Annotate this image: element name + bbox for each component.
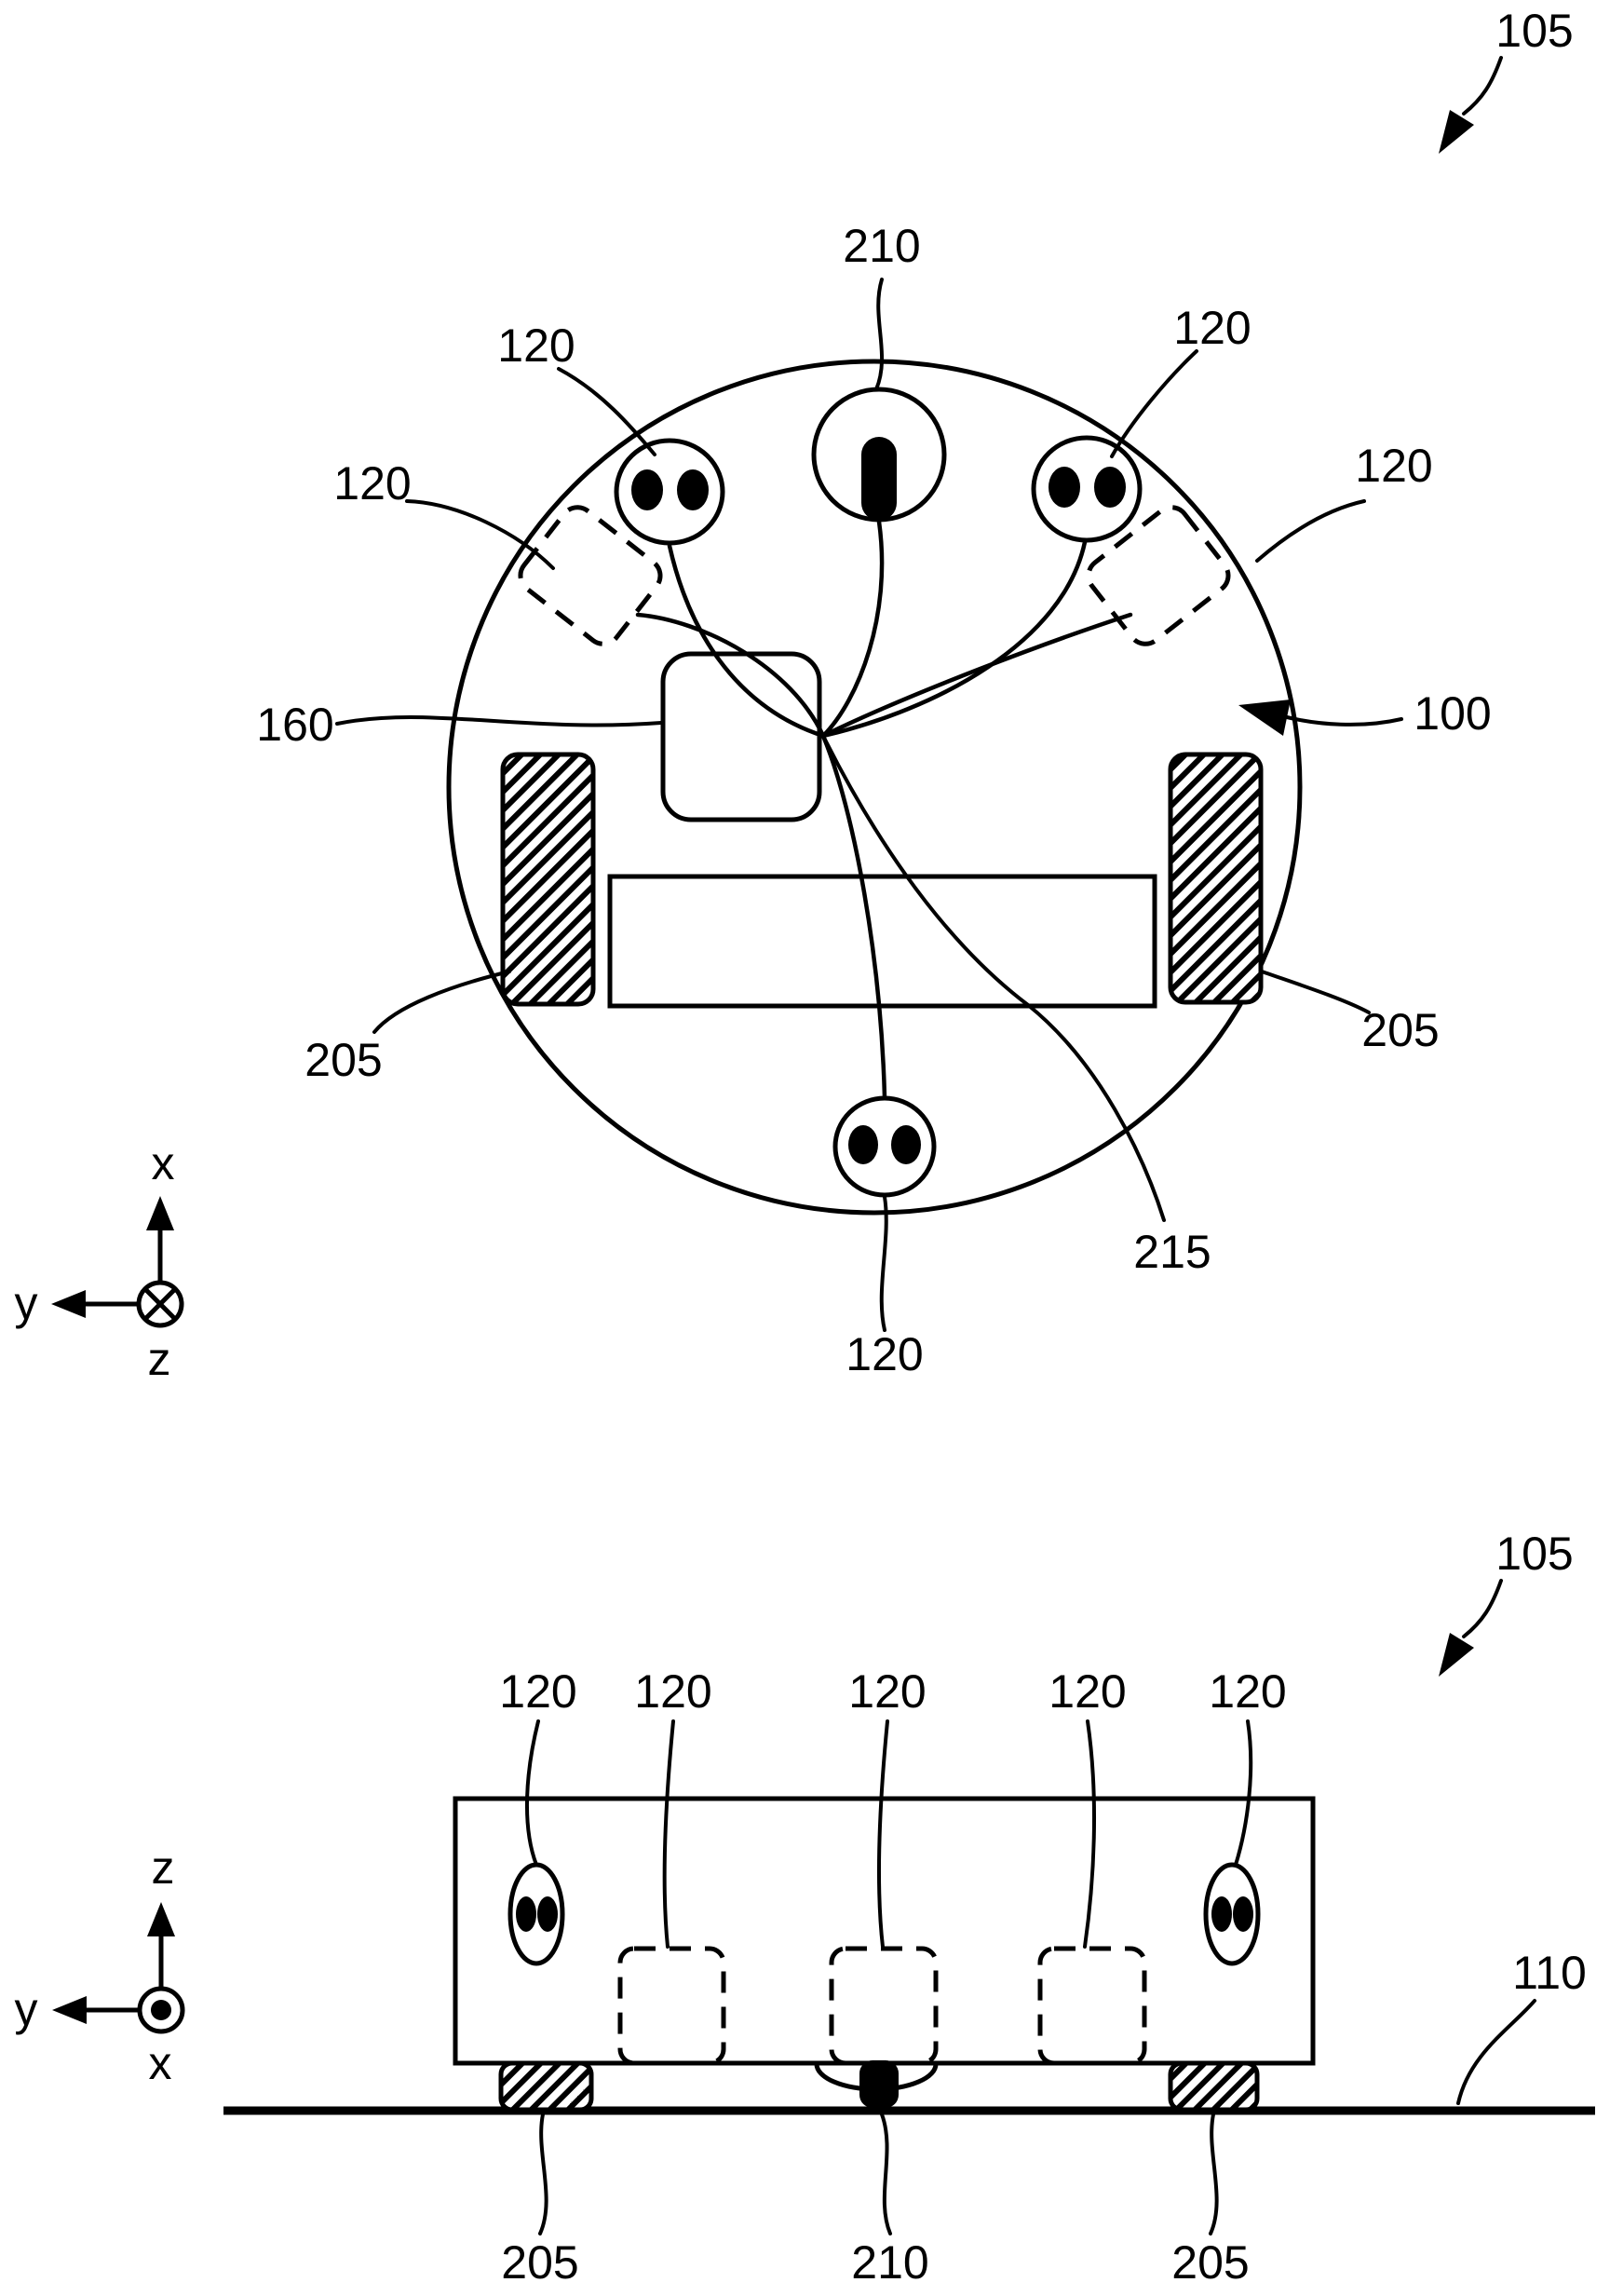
sensor-dashed-side-3 xyxy=(1037,1946,1147,2066)
leader-110 xyxy=(1456,1999,1536,2105)
ref-210-top: 210 xyxy=(843,220,920,272)
right-wheel-side xyxy=(1168,2060,1260,2113)
ref-110: 110 xyxy=(1512,1947,1587,1999)
leader-105-top xyxy=(1462,56,1503,115)
ref-120-side-4: 120 xyxy=(1049,1665,1126,1718)
ref-105-side: 105 xyxy=(1495,1528,1573,1580)
axis-y-arrowhead-side xyxy=(52,1996,87,2024)
leader-120-dashed-right xyxy=(1255,499,1366,563)
axis-y-label-top: y xyxy=(15,1277,38,1329)
axis-x-label-side: x xyxy=(149,2037,172,2089)
sensor-dashed-right xyxy=(1086,505,1231,646)
right-wheel xyxy=(1168,752,1264,1005)
ref-120-rear: 120 xyxy=(846,1328,923,1380)
wire-dashed-left-sensor xyxy=(635,612,826,739)
ref-120-dashed-right: 120 xyxy=(1355,440,1432,492)
left-wheel-side xyxy=(498,2060,594,2113)
ref-215: 215 xyxy=(1133,1226,1211,1278)
ref-205-side-left: 205 xyxy=(501,2236,578,2289)
side-view: 105 120 120 120 120 120 110 205 210 205 xyxy=(223,1528,1595,2289)
left-wheel xyxy=(500,752,596,1007)
axis-z-label-top: z xyxy=(148,1333,171,1385)
sensor-front-right xyxy=(1031,435,1143,543)
leader-205-right xyxy=(1260,970,1371,1014)
axis-x-arrowhead xyxy=(146,1196,174,1230)
axis-x-dot xyxy=(151,2000,171,2020)
sensor-dashed-left xyxy=(518,505,663,646)
axis-y-label-side: y xyxy=(15,1983,38,2035)
ref-120-side-1: 120 xyxy=(499,1665,576,1718)
leader-120-rear xyxy=(879,1195,888,1332)
ref-205-side-right: 205 xyxy=(1171,2236,1249,2289)
ref-100: 100 xyxy=(1414,687,1491,740)
wire-caster xyxy=(820,519,885,739)
ref-120-side-2: 120 xyxy=(634,1665,711,1718)
caster-wheel-side xyxy=(859,2060,899,2108)
leader-120-front-right xyxy=(1110,349,1198,458)
leader-215 xyxy=(821,734,1166,1222)
axis-x-label-top: x xyxy=(152,1137,175,1189)
controller-box xyxy=(660,651,822,822)
ref-120-side-3: 120 xyxy=(848,1665,926,1718)
ref-120-side-5: 120 xyxy=(1209,1665,1286,1718)
leader-205-left xyxy=(372,970,511,1034)
leader-120-side-5 xyxy=(1234,1719,1253,1867)
leader-100 xyxy=(1285,715,1403,727)
leader-120-side-3 xyxy=(876,1719,889,1949)
leader-120-front-left xyxy=(557,367,656,456)
compartment-box xyxy=(607,874,1157,1009)
axis-y-arrowhead xyxy=(51,1290,86,1318)
sensor-side-left xyxy=(507,1862,565,1966)
leader-205-side-left xyxy=(538,2113,548,2235)
leader-120-side-4 xyxy=(1083,1719,1096,1949)
caster-wheel xyxy=(861,437,897,521)
axis-z-arrowhead xyxy=(147,1902,175,1936)
arrowhead-105-side xyxy=(1439,1633,1474,1677)
axes-top-view: x y z xyxy=(15,1137,184,1385)
arrowhead-105-top xyxy=(1439,110,1474,154)
sensor-side-right xyxy=(1203,1862,1261,1966)
ref-105-top: 105 xyxy=(1495,5,1573,57)
axes-side-view: z y x xyxy=(15,1841,185,2089)
leader-120-side-2 xyxy=(662,1719,675,1949)
ref-120-front-right: 120 xyxy=(1173,302,1251,354)
sensor-front-left xyxy=(614,438,725,546)
wire-dashed-right-sensor xyxy=(820,612,1133,739)
ref-120-front-left: 120 xyxy=(497,319,575,372)
leader-210-side xyxy=(880,2113,892,2235)
leader-160 xyxy=(335,714,663,727)
axis-z-label-side: z xyxy=(152,1841,175,1894)
sensor-dashed-side-1 xyxy=(617,1946,726,2066)
ref-205-left: 205 xyxy=(304,1034,382,1086)
leader-120-dashed-left xyxy=(405,499,555,570)
leader-205-side-right xyxy=(1209,2113,1219,2235)
axis-z-cross-2 xyxy=(143,1287,177,1321)
sensor-rear xyxy=(832,1095,937,1198)
sensor-dashed-side-2 xyxy=(829,1946,939,2066)
ref-210-side: 210 xyxy=(851,2236,928,2289)
ref-160: 160 xyxy=(256,699,333,751)
top-view: 105 210 120 120 120 120 160 100 205 205 … xyxy=(256,5,1573,1380)
wire-front-left-sensor xyxy=(667,543,826,739)
leader-210-top xyxy=(874,278,884,391)
leader-120-side-1 xyxy=(524,1719,540,1867)
wire-rear-sensor xyxy=(820,733,887,1100)
ref-205-right: 205 xyxy=(1361,1004,1439,1056)
leader-105-side xyxy=(1462,1579,1503,1638)
robot-body-side xyxy=(453,1796,1316,2066)
ref-120-dashed-left: 120 xyxy=(333,457,411,509)
arrowhead-100 xyxy=(1238,700,1291,736)
